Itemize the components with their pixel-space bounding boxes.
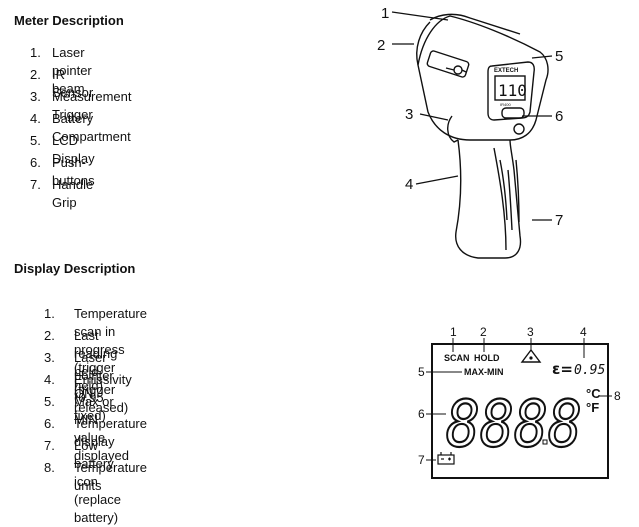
lcd-scan-label: SCAN <box>444 353 470 363</box>
emissivity-symbol: ε= <box>552 360 573 378</box>
lcd-decimal-point <box>542 439 548 445</box>
display-description-heading: Display Description <box>14 261 136 276</box>
model-label: IR400 <box>500 102 511 107</box>
meter-illustration: EXTECH IR400 110 1 2 3 4 5 6 7 <box>377 5 563 259</box>
lcd-callout-7: 7 <box>418 453 425 467</box>
meter-callout-3: 3 <box>405 106 413 123</box>
meter-callout-5: 5 <box>555 48 563 65</box>
lcd-callout-2: 2 <box>480 325 487 339</box>
meter-screen-reading: 110 <box>498 81 527 100</box>
lcd-maxmin-label: MAX-MIN <box>464 367 504 377</box>
meter-description-heading: Meter Description <box>14 13 124 28</box>
lcd-callout-6: 6 <box>418 407 425 421</box>
brand-label: EXTECH <box>494 68 518 74</box>
lcd-callout-1: 1 <box>450 325 457 339</box>
lcd-hold-label: HOLD <box>474 353 500 363</box>
lcd-temperature-digits: 8888 <box>446 388 582 462</box>
lcd-frame <box>431 343 609 479</box>
meter-callout-1: 1 <box>381 5 389 22</box>
lcd-callout-3: 3 <box>527 325 534 339</box>
unit-celsius: °C <box>586 386 601 401</box>
lcd-callout-5: 5 <box>418 365 425 379</box>
laser-warning-icon <box>520 348 542 363</box>
meter-callout-2: 2 <box>377 37 385 54</box>
meter-callout-4: 4 <box>405 176 413 193</box>
lcd-diagram: 1 2 3 4 5 6 7 8 SCAN HOLD MAX-MIN ε= 0.9… <box>418 325 621 479</box>
battery-icon <box>437 452 455 465</box>
lcd-callout-4: 4 <box>580 325 587 339</box>
meter-callout-6: 6 <box>555 108 563 125</box>
emissivity-value: 0.95 <box>574 363 605 378</box>
lcd-callout-8: 8 <box>614 389 621 403</box>
meter-callout-7: 7 <box>555 212 563 229</box>
unit-fahrenheit: °F <box>586 400 599 415</box>
